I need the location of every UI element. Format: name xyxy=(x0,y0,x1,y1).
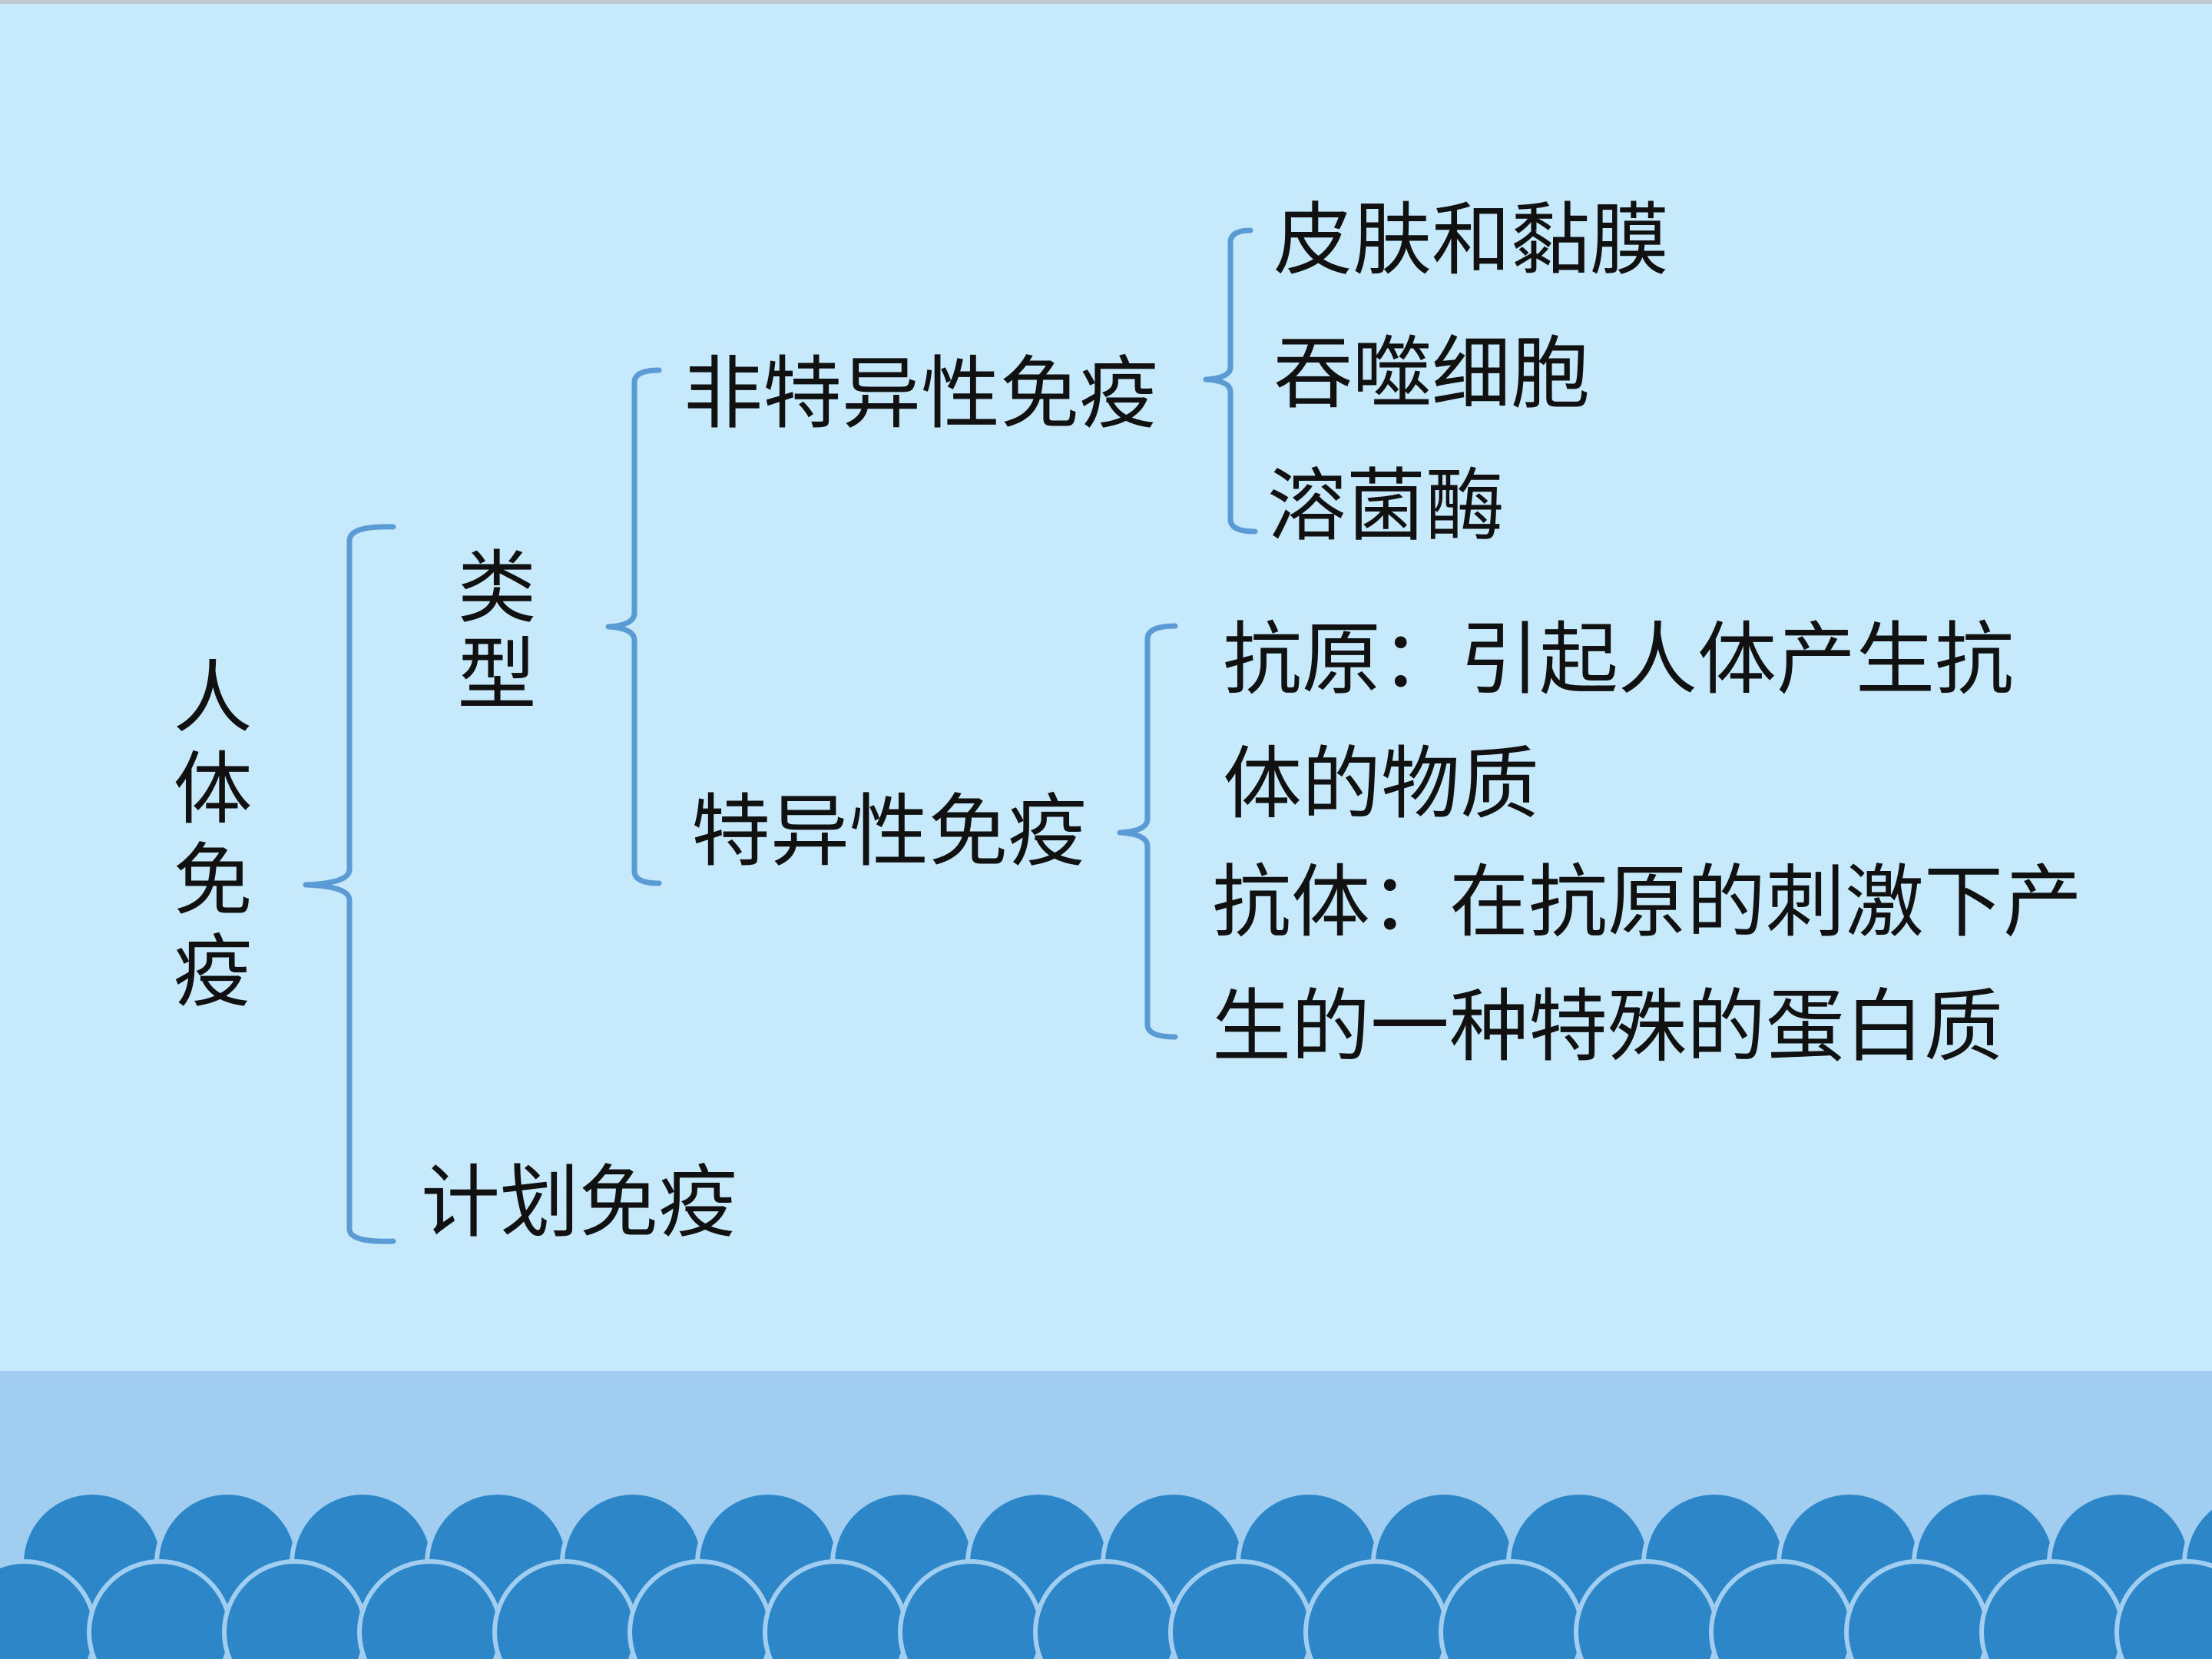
specific-immunity-label: 特异性免疫 xyxy=(691,786,1087,878)
type-bracket xyxy=(605,367,662,886)
wave-scallop xyxy=(2114,1559,2212,1659)
root-label-column: 人 体 免 疫 xyxy=(171,659,255,1012)
planned-immunity-label: 计划免疫 xyxy=(421,1157,737,1249)
antigen-definition-line2: 体的物质 xyxy=(1223,738,1539,830)
type-label-column: 类 型 xyxy=(455,549,539,715)
specific-bracket xyxy=(1117,623,1178,1040)
nonspecific-item-lysozyme: 溶菌酶 xyxy=(1267,460,1505,552)
root-char: 人 xyxy=(173,652,253,744)
antibody-definition-line2: 生的一种特殊的蛋白质 xyxy=(1212,981,2003,1073)
type-char: 类 xyxy=(457,542,537,634)
root-char: 免 xyxy=(173,835,253,927)
root-bracket xyxy=(303,524,396,1244)
wave-decoration xyxy=(0,1490,2212,1659)
nonspecific-immunity-label: 非特异性免疫 xyxy=(684,348,1158,440)
nonspecific-item-phagocyte: 吞噬细胞 xyxy=(1273,328,1590,420)
nonspecific-item-skin: 皮肤和黏膜 xyxy=(1273,194,1669,286)
type-char: 型 xyxy=(457,629,537,721)
top-border xyxy=(0,0,2212,4)
root-char: 疫 xyxy=(173,926,253,1018)
antibody-definition-line1: 抗体：在抗原的刺激下产 xyxy=(1212,856,2082,949)
antigen-definition-line1: 抗原：引起人体产生抗 xyxy=(1223,614,2014,706)
root-char: 体 xyxy=(173,743,253,836)
nonspecific-bracket xyxy=(1203,227,1258,535)
